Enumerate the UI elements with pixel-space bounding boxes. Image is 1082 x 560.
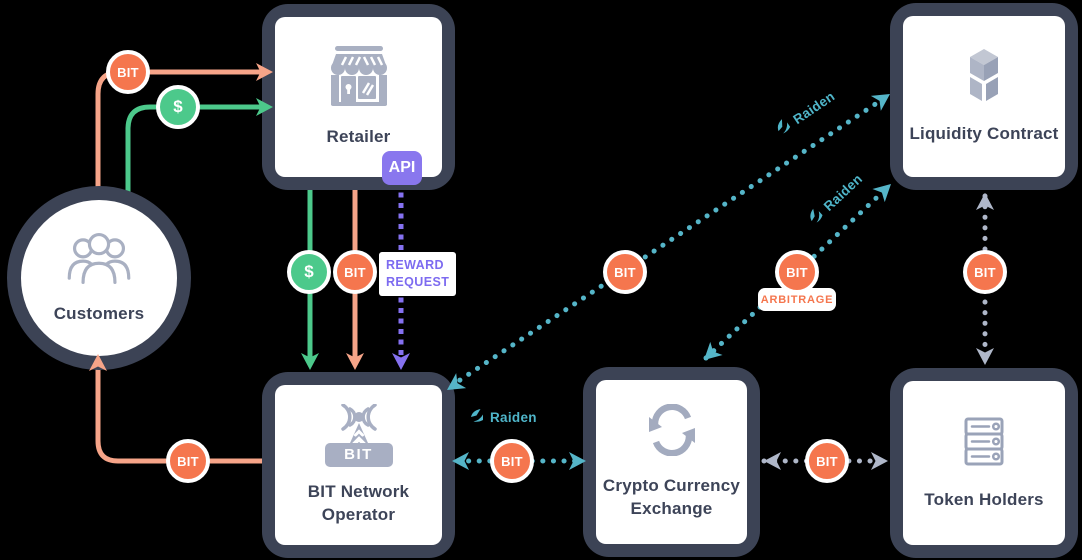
raiden-logo-icon [773, 116, 796, 139]
bit-token-customers-retailer: BIT [106, 50, 150, 94]
raiden-logo-icon [805, 205, 828, 228]
liquidity-contract-card: Liquidity Contract [903, 16, 1065, 177]
bit-plate-label: BIT [324, 442, 393, 467]
edge-customers-retailer-dollar [125, 104, 268, 212]
arrowhead-group [89, 63, 994, 470]
edge-bno-liquidity-raiden [448, 94, 889, 389]
raiden-label-text: Raiden [490, 409, 537, 425]
bit-network-operator-label: BIT Network Operator [307, 481, 410, 524]
token-holders-label: Token Holders [924, 490, 1044, 510]
radio-tower-icon: BIT [324, 403, 393, 467]
dollar-token-customers-retailer: $ [156, 85, 200, 129]
crypto-currency-exchange-label: Crypto Currency Exchange [602, 475, 741, 518]
bit-token-bno-liquidity: BIT [603, 250, 647, 294]
raiden-label-text: Raiden [820, 170, 865, 214]
node-token-holders: Token Holders [890, 368, 1078, 558]
retailer-label: Retailer [326, 127, 391, 147]
node-bit-network-operator: BIT BIT Network Operator [262, 372, 455, 558]
bit-token-bno-cce: BIT [490, 439, 534, 483]
bancor-cubes-icon [956, 48, 1012, 109]
raiden-label-text: Raiden [790, 88, 838, 127]
users-icon [65, 230, 133, 293]
raiden-logo-icon [470, 408, 485, 426]
node-crypto-currency-exchange: Crypto Currency Exchange [583, 367, 760, 557]
node-customers: Customers [7, 186, 191, 370]
exchange-arrows-icon [642, 403, 702, 461]
token-holders-card: Token Holders [903, 381, 1065, 545]
bit-token-bno-customers: BIT [166, 439, 210, 483]
storefront-icon [326, 45, 392, 112]
api-badge: API [382, 151, 422, 185]
bit-token-arbitrage: BIT [775, 250, 819, 294]
node-retailer: Retailer API [262, 4, 455, 190]
bit-network-operator-card: BIT BIT Network Operator [275, 385, 442, 545]
customers-label: Customers [53, 304, 145, 324]
reward-request-line2: REQUEST [386, 274, 450, 289]
crypto-currency-exchange-card: Crypto Currency Exchange [596, 380, 747, 544]
liquidity-contract-label: Liquidity Contract [909, 123, 1059, 143]
node-liquidity-contract: Liquidity Contract [890, 3, 1078, 190]
bit-token-liquidity-tokenholders: BIT [963, 250, 1007, 294]
reward-request-line1: REWARD [386, 258, 444, 272]
retailer-card: Retailer [275, 17, 442, 177]
bit-token-retailer-bno: BIT [333, 250, 377, 294]
raiden-label-bno-cce: Raiden [470, 408, 537, 426]
dollar-token-retailer-bno: $ [287, 250, 331, 294]
raiden-label-bno-liquidity: Raiden [773, 87, 838, 139]
raiden-label-cce-liquidity: Raiden [805, 170, 866, 229]
server-stack-icon [957, 414, 1011, 475]
reward-request-label: REWARD REQUEST [379, 252, 457, 296]
bit-token-cce-tokenholders: BIT [805, 439, 849, 483]
